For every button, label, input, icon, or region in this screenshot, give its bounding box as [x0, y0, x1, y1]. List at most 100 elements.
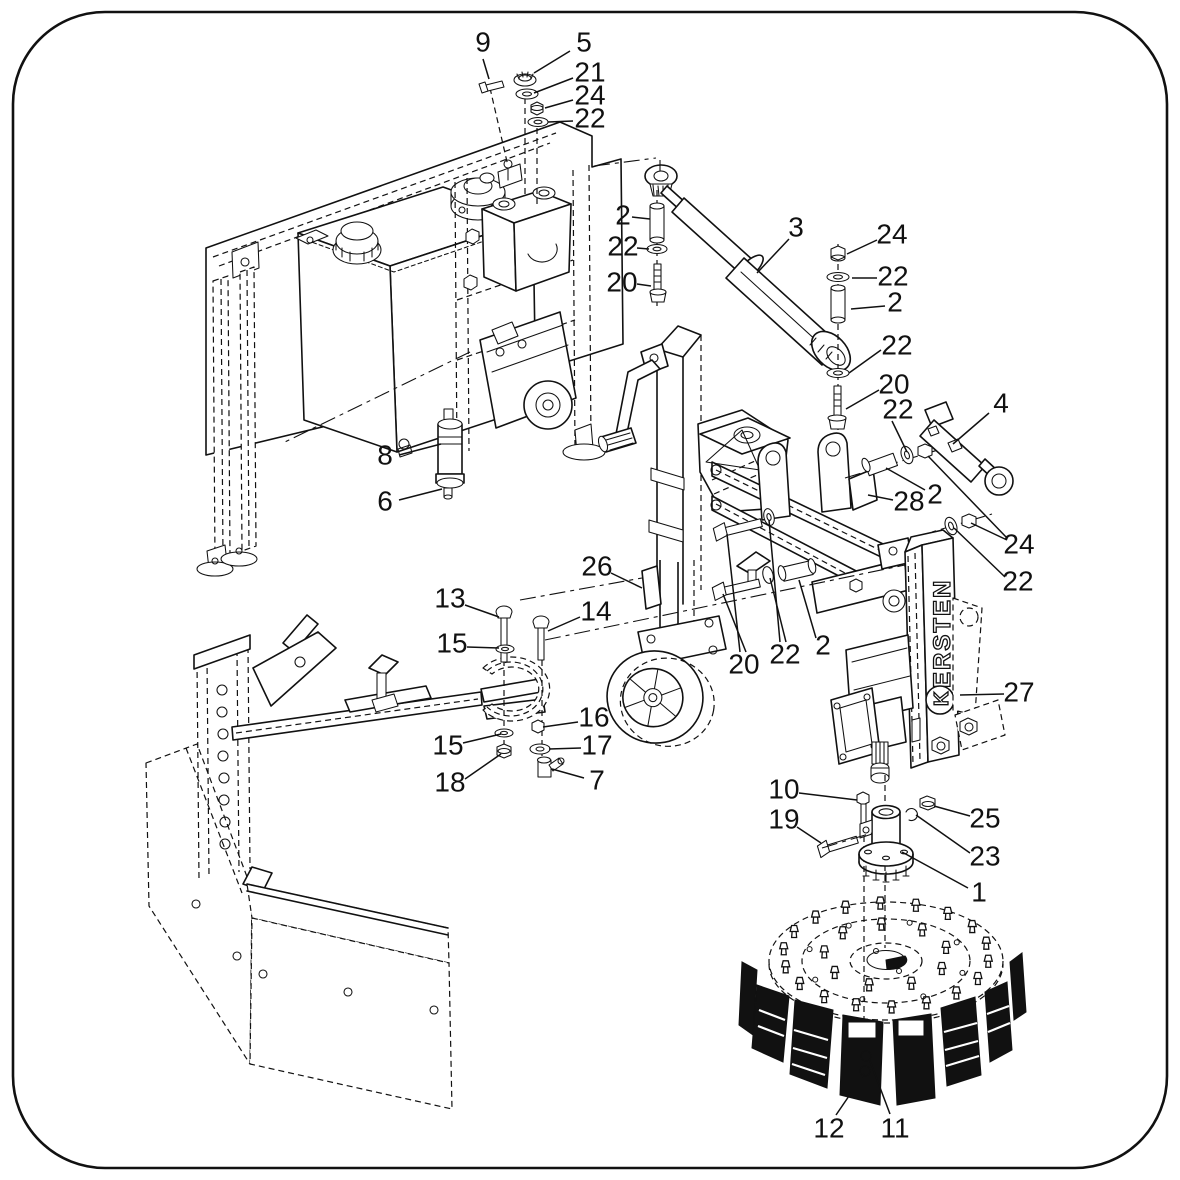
leader-line-11-0: [869, 1060, 891, 1115]
ring-stud: [967, 919, 978, 934]
leader-line-24-0: [927, 455, 1008, 539]
ring-stud: [819, 945, 830, 959]
part-callout-4-15: 4: [993, 387, 1009, 418]
part-callout-22-14: 22: [882, 393, 913, 424]
leader-line-2-0: [798, 579, 817, 639]
hydraulic-cylinder-4: [919, 401, 1014, 496]
ring-stud: [917, 923, 928, 937]
part-callout-20-7: 20: [606, 266, 637, 297]
part-callout-5-1: 5: [576, 26, 592, 57]
part-callout-22-12: 22: [881, 329, 912, 360]
leader-line-21-0: [533, 77, 574, 94]
cylinder3-bottom-hardware: [826, 244, 850, 434]
part-callout-23-36: 23: [969, 840, 1000, 871]
hub-studs: [862, 865, 910, 883]
part-callout-20-13: 20: [878, 368, 909, 399]
gear-motor: [830, 634, 914, 784]
ring-stud: [810, 910, 821, 924]
leader-line-22-0: [547, 120, 574, 123]
leader-line-23-0: [915, 814, 971, 854]
part-callout-13-22: 13: [434, 582, 465, 613]
cylinder3-top-hardware: [646, 190, 668, 308]
caster-wheel: [606, 650, 715, 747]
leader-line-15-0: [466, 646, 500, 649]
leader-line-20-0: [636, 283, 652, 287]
part-callout-12-38: 12: [813, 1112, 844, 1143]
part-callout-22-19: 22: [1002, 565, 1033, 596]
ring-stud: [819, 989, 830, 1004]
leader-line-13-0: [464, 604, 500, 618]
ring-hole: [812, 976, 819, 983]
valve-block: [463, 186, 572, 292]
leader-line-17-0: [548, 747, 582, 750]
mount-rails: [196, 266, 258, 577]
leader-line-19-0: [796, 826, 822, 844]
hood-support-arm: [193, 614, 548, 881]
ring-stud: [911, 898, 921, 912]
leader-line-16-0: [542, 721, 579, 728]
leader-line-22-0: [636, 247, 650, 250]
leader-line-20-1: [722, 593, 747, 653]
ring-hole: [906, 919, 913, 926]
leader-line-15-0: [462, 733, 502, 744]
ring-stud: [906, 976, 917, 990]
part-callout-26-21: 26: [581, 550, 612, 581]
ring-stud: [794, 976, 805, 991]
part-callout-1-37: 1: [971, 876, 987, 907]
ring-stud: [942, 906, 953, 921]
leader-line-24-0: [544, 99, 574, 109]
construction-lines: [284, 157, 906, 849]
leader-line-4-0: [952, 412, 990, 445]
part-callout-15-24: 15: [436, 627, 467, 658]
part-callout-16-26: 16: [578, 701, 609, 732]
ring-stud: [941, 940, 951, 955]
part-callout-24-18: 24: [1003, 528, 1034, 559]
leader-line-20-0: [845, 389, 880, 410]
ring-stud: [864, 978, 874, 992]
leader-line-2-0: [850, 305, 886, 310]
part-callout-22-31: 22: [769, 638, 800, 669]
brush-ring: [768, 896, 1004, 1024]
ring-hole: [920, 993, 927, 1000]
part-callout-22-4: 22: [574, 102, 605, 133]
leader-line-14-0: [547, 616, 581, 632]
kersten-column: ERSTEN K: [904, 529, 1006, 769]
part-callout-20-30: 20: [728, 648, 759, 679]
part-callout-22-10: 22: [877, 260, 908, 291]
lift-arm-assembly: [697, 409, 913, 614]
ring-stud: [936, 961, 947, 976]
brand-logo-letter: K: [931, 690, 953, 706]
leader-line-1-0: [901, 851, 969, 889]
ring-hole: [959, 969, 966, 976]
leader-line-22-0: [768, 519, 781, 643]
hydraulic-cylinder-3: [644, 164, 852, 372]
leader-line-24-1: [970, 522, 1008, 541]
leader-line-5-0: [533, 50, 571, 74]
leader-line-22-1: [769, 577, 787, 643]
ring-stud: [875, 896, 886, 910]
leader-line-8-0: [398, 443, 442, 456]
ring-hole: [806, 946, 813, 953]
drive-hub: [816, 775, 936, 1048]
crank-handle: [597, 343, 669, 453]
part-callout-9-0: 9: [475, 26, 491, 57]
leader-line-27-0: [959, 693, 1005, 696]
part-callout-22-6: 22: [607, 230, 638, 261]
leader-line-24-0: [846, 239, 878, 255]
leader-line-12-0: [835, 1073, 865, 1116]
leader-line-18-0: [464, 753, 502, 780]
leader-line-25-0: [933, 805, 971, 817]
leader-line-7-0: [551, 768, 585, 779]
part-callout-17-27: 17: [581, 729, 612, 760]
ring-stud: [983, 954, 994, 968]
clamp-handle-icon: [368, 654, 399, 713]
part-callout-24-3: 24: [574, 79, 605, 110]
part-callout-2-32: 2: [815, 629, 831, 660]
brush-packs: [738, 952, 1027, 1106]
ring-stud: [876, 917, 887, 931]
spring-coil: [216, 684, 231, 850]
leader-line-28-0: [867, 494, 894, 501]
part-callout-24-9: 24: [876, 218, 907, 249]
